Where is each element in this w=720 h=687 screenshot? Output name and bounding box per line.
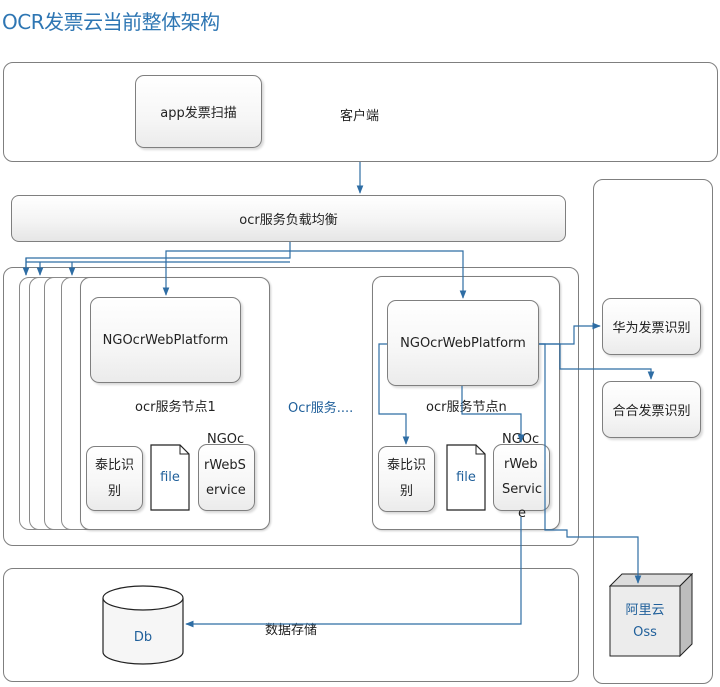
hehe-ocr-box: 合合发票识别 xyxy=(602,381,701,438)
noden-file-icon: file xyxy=(446,444,486,511)
node1-label: ocr服务节点1 xyxy=(135,400,216,415)
hehe-ocr-label: 合合发票识别 xyxy=(612,404,691,419)
node1-file-label: file xyxy=(160,470,180,485)
huawei-ocr-box: 华为发票识别 xyxy=(602,298,701,355)
noden-webservice-line3: Servic xyxy=(502,482,543,497)
oss-label-line1: 阿里云 xyxy=(625,603,665,618)
aliyun-oss-cube: 阿里云 Oss xyxy=(609,573,693,657)
noden-platform-box: NGOcrWebPlatform xyxy=(387,300,539,386)
noden-taibi-line2: 别 xyxy=(399,484,413,499)
client-panel xyxy=(3,62,718,162)
node1-taibi-line2: 别 xyxy=(107,483,121,499)
lb-to-noden-arrow xyxy=(289,242,467,299)
node1-platform-label: NGOcrWebPlatform xyxy=(102,332,229,348)
platform-to-hehe-arrow xyxy=(539,343,655,380)
node1-taibi-box: 泰比识 别 xyxy=(86,446,143,511)
node1-platform-box: NGOcrWebPlatform xyxy=(90,297,241,383)
app-scan-box: app发票扫描 xyxy=(135,75,262,148)
client-label: 客户端 xyxy=(340,109,380,124)
noden-label: ocr服务节点n xyxy=(426,400,507,415)
platform-to-oss-arrow xyxy=(539,343,642,584)
storage-panel xyxy=(3,568,579,682)
noden-webservice-box xyxy=(493,444,550,511)
load-balancer-box: ocr服务负载均衡 xyxy=(11,195,566,242)
huawei-ocr-label: 华为发票识别 xyxy=(612,321,691,336)
noden-file-label: file xyxy=(456,470,476,485)
webservice-to-db-arrow xyxy=(185,517,522,628)
platform-to-webservice-arrow xyxy=(461,386,525,443)
noden-webservice-line4: e xyxy=(518,506,526,521)
lb-to-node1-arrow xyxy=(162,250,290,296)
platform-to-huawei-arrow xyxy=(539,322,601,345)
storage-label: 数据存储 xyxy=(265,623,318,638)
database-cylinder-icon: Db xyxy=(102,585,184,665)
noden-platform-label: NGOcrWebPlatform xyxy=(400,335,526,351)
lb-fanout-line xyxy=(25,251,291,275)
noden-webservice-line2: rWeb xyxy=(504,457,538,472)
oss-label-line2: Oss xyxy=(633,625,657,640)
node1-file-icon: file xyxy=(150,444,190,511)
services-ellipsis: Ocr服务.... xyxy=(288,401,354,416)
platform-to-taibi-arrow xyxy=(378,343,410,445)
load-balancer-label: ocr服务负载均衡 xyxy=(239,213,338,228)
node1-webservice-line1: NGOc xyxy=(207,432,245,447)
node1-webservice-line3: ervice xyxy=(206,483,246,498)
noden-taibi-line1: 泰比识 xyxy=(386,458,426,473)
node1-webservice-line2: rWebS xyxy=(204,458,246,473)
noden-taibi-box: 泰比识 别 xyxy=(378,446,435,512)
node1-taibi-line1: 泰比识 xyxy=(94,457,134,473)
page-title: OCR发票云当前整体架构 xyxy=(2,10,220,34)
app-scan-label: app发票扫描 xyxy=(160,106,237,121)
db-label: Db xyxy=(133,629,153,645)
node1-webservice-box xyxy=(198,444,255,511)
